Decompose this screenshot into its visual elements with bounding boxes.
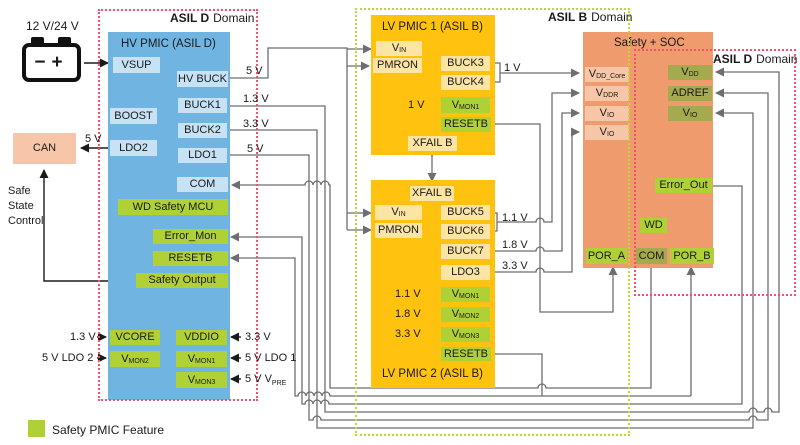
vmon1-5vldo1-label: 5 V LDO 1 (245, 352, 297, 364)
battery-terminal-icon (58, 37, 71, 47)
hv-ldo1-pin: LDO1 (178, 148, 227, 163)
vddio-33v-label: 3.3 V (245, 331, 271, 343)
lv1-buck4-pin: BUCK4 (441, 75, 490, 90)
battery-body-icon: −+ (22, 43, 81, 82)
hv-buck1-pin: BUCK1 (178, 98, 227, 113)
ldo1-5v-label: 5 V (247, 143, 264, 155)
lv2-ldo3-pin: LDO3 (441, 265, 490, 280)
lv2-vmon3-33v-label: 3.3 V (395, 328, 421, 340)
lv2-resetb-pin: RESETB (441, 347, 491, 361)
lv2-vmon1-11v-label: 1.1 V (395, 288, 421, 300)
vcore-13v-label: 1.3 V (70, 331, 96, 343)
vmon2-5vldo2-label: 5 V LDO 2 (42, 352, 94, 364)
soc-adref-pin: ADREF (668, 86, 712, 101)
wire-resetb2-down (491, 353, 543, 396)
soc-com-pin: COM (636, 248, 667, 264)
lv2-xfail-pin: XFAIL B (410, 186, 454, 201)
legend-swatch-icon (28, 420, 45, 437)
wire-33v-vio2 (490, 127, 580, 273)
buck2-33v-label: 3.3 V (243, 118, 269, 130)
buck34-1v-label: 1 V (504, 62, 521, 74)
hv-safety-output-pin: Safety Output (136, 273, 228, 288)
lv2-buck6-pin: BUCK6 (441, 224, 490, 239)
hv-vsup-pin: VSUP (113, 57, 160, 73)
wire-soccom-hvcom (231, 180, 652, 389)
lv-pmic1-title: LV PMIC 1 (ASIL B) (382, 21, 483, 33)
wire-18v-vio1 (490, 108, 580, 252)
wire-buck2-vio (228, 108, 754, 429)
wire-hvbuck-5v-bus (228, 47, 348, 230)
lv1-buck3-pin: BUCK3 (441, 56, 490, 71)
lv2-vmon2-18v-label: 1.8 V (395, 308, 421, 320)
buck1-13v-label: 1.3 V (243, 93, 269, 105)
safety-soc-title: Safety + SOC (614, 37, 685, 49)
can-block: CAN (13, 133, 76, 164)
soc-error-out-pin: Error_Out (655, 178, 712, 193)
wire-resetb-hv (230, 253, 691, 397)
hv-vddio-pin: VDDIO (176, 330, 227, 345)
wire-buck1-vdd (228, 67, 780, 413)
lv2-11v-label: 1.1 V (502, 212, 528, 224)
vmon3-5vpre-label: 5 V VPRE (245, 373, 287, 388)
lv2-33v-label: 3.3 V (502, 260, 528, 272)
wire-resetb1-pora (491, 123, 618, 313)
hv-boost-pin: BOOST (110, 108, 157, 124)
hv-vcore-pin: VCORE (110, 330, 160, 345)
lv2-buck5-pin: BUCK5 (441, 205, 490, 220)
battery-voltage-label: 12 V/24 V (26, 19, 79, 33)
wire-safety-output-can (39, 169, 136, 282)
battery-terminal-icon (31, 37, 44, 47)
soc-porb-pin: POR_B (670, 248, 714, 264)
hv-ldo2-pin: LDO2 (110, 140, 157, 156)
hv-pmic-title: HV PMIC (ASIL D) (121, 38, 216, 50)
lv-pmic2-title: LV PMIC 2 (ASIL B) (382, 368, 483, 380)
lv2-pmron-pin: PMRON (375, 223, 422, 238)
hv-error-mon-pin: Error_Mon (153, 229, 228, 244)
hv-buck2-pin: BUCK2 (178, 123, 227, 138)
hv-resetb-pin: RESETB (153, 251, 228, 266)
hv-wd-safety-mcu: WD Safety MCU (118, 199, 228, 215)
soc-wd-pin: WD (640, 218, 667, 233)
lv1-pmron-pin: PMRON (373, 58, 422, 73)
lv2-18v-label: 1.8 V (502, 239, 528, 251)
legend-label: Safety PMIC Feature (52, 423, 165, 437)
hv-buck-pin: HV BUCK (177, 71, 228, 87)
wire-11v-vddr (497, 88, 580, 223)
battery-icon: −+ (22, 37, 85, 84)
wire-ldo1-adref (228, 88, 769, 421)
soc-pora-pin: POR_A (586, 248, 627, 264)
hvbuck-5v-label: 5 V (246, 65, 263, 77)
lv1-resetb-pin: RESETB (441, 117, 491, 132)
safe-state-control-label: Safe State Control (8, 185, 44, 227)
hv-com-pin: COM (177, 177, 228, 192)
can-5v-label: 5 V (85, 133, 102, 145)
lv1-xfail-pin: XFAIL B (408, 136, 457, 151)
lv2-buck7-pin: BUCK7 (441, 244, 490, 259)
lv1-vmon-1v-label: 1 V (408, 99, 425, 111)
